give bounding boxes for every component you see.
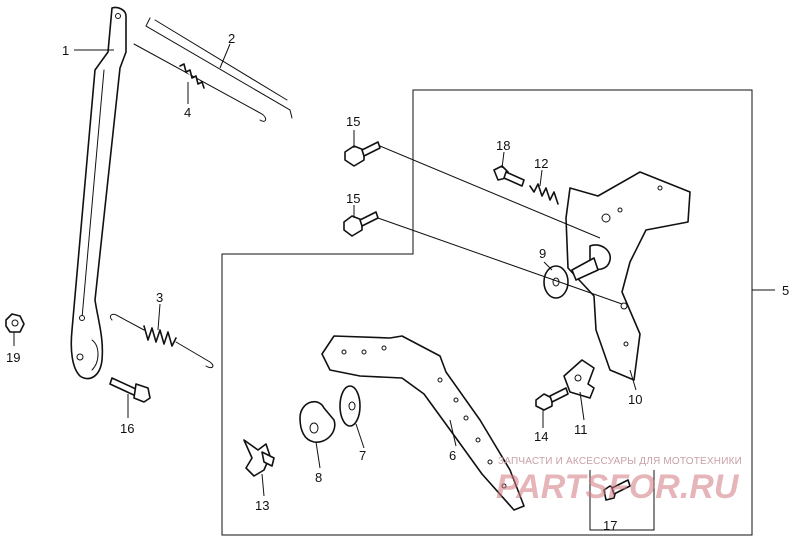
part-13-wing-nut	[243, 439, 275, 477]
watermark: ЗАПЧАСТИ И АКСЕССУАРЫ ДЛЯ МОТОТЕХНИКИ PA…	[496, 456, 742, 506]
part-6-bracket	[321, 335, 525, 511]
part-14-bolt	[535, 387, 569, 411]
callout-5: 5	[782, 283, 789, 298]
leader-lines	[13, 43, 637, 497]
watermark-tagline: ЗАПЧАСТИ И АКСЕССУАРЫ ДЛЯ МОТОТЕХНИКИ	[498, 456, 742, 467]
callout-14: 14	[534, 429, 548, 444]
part-15-bolt-lower	[343, 211, 379, 237]
callout-13: 13	[255, 498, 269, 513]
part-12-spring	[529, 183, 559, 205]
callout-4: 4	[184, 105, 191, 120]
part-16-bolt	[109, 377, 151, 403]
part-11-plate	[563, 359, 595, 399]
callout-1: 1	[62, 43, 69, 58]
callout-2: 2	[228, 31, 235, 46]
callout-6: 6	[449, 448, 456, 463]
callouts: 1 2 3 4 5 6 7 8 9 10 11 12 13 14 15 15 1…	[6, 31, 789, 533]
callout-12: 12	[534, 156, 548, 171]
part-18-bolt	[493, 165, 525, 187]
callout-15-upper: 15	[346, 114, 360, 129]
callout-16: 16	[120, 421, 134, 436]
part-1-arm	[70, 6, 127, 380]
part-10-bracket	[565, 171, 691, 381]
assembly-outline	[221, 89, 775, 536]
callout-17: 17	[603, 518, 617, 533]
part-7-washer	[339, 385, 361, 427]
callout-11: 11	[574, 422, 588, 437]
callout-7: 7	[359, 448, 366, 463]
part-19-nut	[5, 313, 25, 333]
part-3-spring	[109, 313, 214, 369]
callout-15-lower: 15	[346, 191, 360, 206]
part-9-washer	[543, 265, 569, 299]
callout-9: 9	[539, 246, 546, 261]
callout-3: 3	[156, 290, 163, 305]
part-15-bolt-upper	[344, 141, 381, 167]
callout-10: 10	[628, 392, 642, 407]
callout-8: 8	[315, 470, 322, 485]
part-17-screw	[589, 470, 655, 531]
watermark-brand: PARTSFOR.RU	[496, 468, 740, 506]
callout-18: 18	[496, 138, 510, 153]
part-4-spring	[179, 63, 205, 89]
part-8-washer	[299, 400, 336, 443]
part-2-rod	[133, 17, 293, 122]
callout-19: 19	[6, 350, 20, 365]
